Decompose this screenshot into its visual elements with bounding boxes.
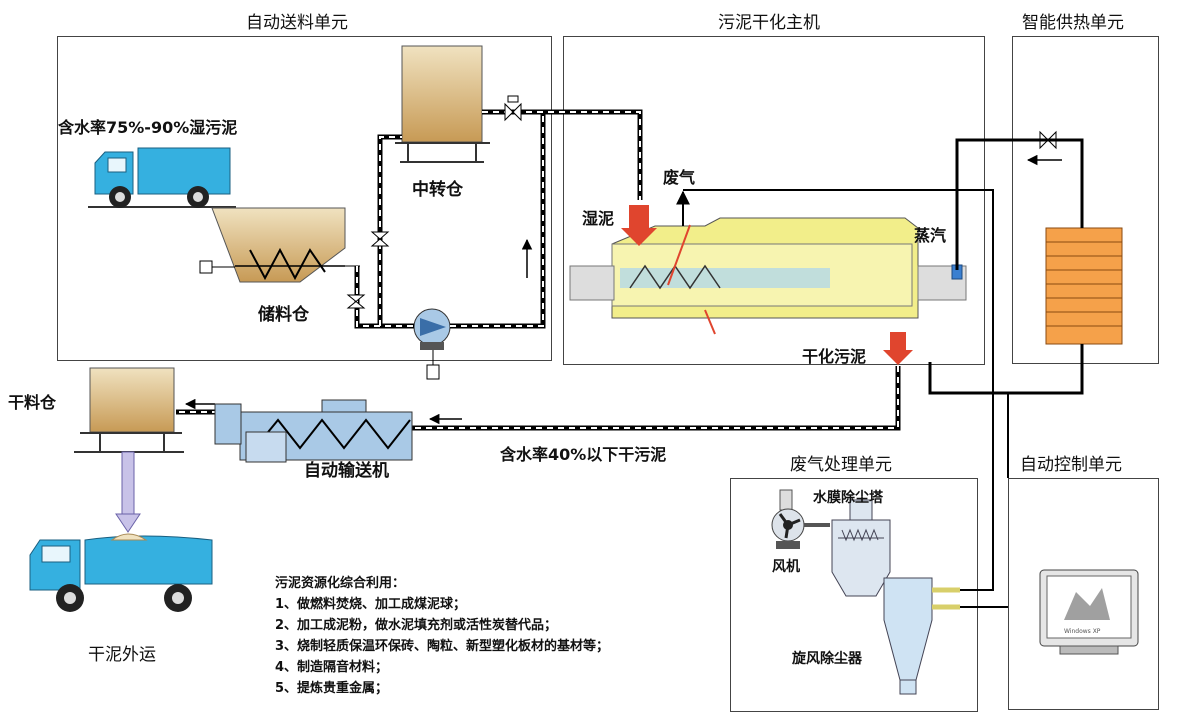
steam-label: 蒸汽 — [914, 226, 947, 245]
dry-output-label: 含水率40%以下干污泥 — [500, 445, 667, 464]
conveyor-label: 自动输送机 — [304, 461, 389, 481]
pump-graphic — [413, 308, 451, 380]
storage-bin-graphic — [199, 207, 360, 283]
heating-unit-panel — [1012, 36, 1159, 364]
exhaust-unit-title: 废气处理单元 — [790, 455, 892, 475]
notes-title: 污泥资源化综合利用： — [275, 576, 406, 591]
conveyor-graphic — [214, 399, 413, 463]
water-tower-label: 水膜除尘塔 — [813, 490, 883, 506]
notes-item-2: 2、加工成泥粉，做水泥填充剂或活性炭替代品； — [275, 618, 558, 633]
control-computer-graphic — [1039, 569, 1139, 655]
fan-label: 风机 — [772, 559, 800, 575]
utilization-notes: 污泥资源化综合利用： 1、做燃料焚烧、加工成煤泥球； 2、加工成泥粉，做水泥填充… — [275, 573, 609, 699]
dry-bin-label: 干料仓 — [8, 393, 57, 412]
waste-gas-label: 废气 — [663, 168, 696, 187]
dry-sludge-truck — [29, 533, 213, 612]
wet-mud-label: 湿泥 — [582, 209, 615, 228]
valve-icons — [346, 95, 522, 309]
dry-transport-label: 干泥外运 — [88, 645, 156, 665]
discharge-pipe — [176, 366, 901, 431]
dried-sludge-label: 干化污泥 — [802, 347, 867, 366]
dryer-graphic — [569, 217, 967, 335]
control-unit-title: 自动控制单元 — [1020, 455, 1122, 475]
wet-sludge-truck — [88, 147, 236, 208]
pc-screen-text: Windows XP — [1064, 628, 1101, 635]
dried-sludge-outlet-arrow — [883, 332, 913, 365]
feeding-unit-title: 自动送料单元 — [246, 13, 348, 33]
transfer-bin-graphic — [395, 45, 490, 163]
notes-item-5: 5、提炼贵重金属； — [275, 681, 389, 696]
dry-bin-graphic — [74, 367, 184, 453]
heater-graphic — [1045, 227, 1123, 345]
notes-item-1: 1、做燃料焚烧、加工成煤泥球； — [275, 597, 467, 612]
wet-mud-inlet-arrow — [621, 205, 657, 246]
heating-unit-title: 智能供热单元 — [1022, 13, 1124, 33]
fan-graphic — [771, 489, 830, 549]
wet-sludge-label: 含水率75%-90%湿污泥 — [58, 118, 238, 137]
cyclone-label: 旋风除尘器 — [792, 651, 862, 667]
notes-item-4: 4、制造隔音材料； — [275, 660, 389, 675]
steam-pipes — [928, 138, 1084, 395]
transfer-bin-label: 中转仓 — [412, 180, 463, 200]
notes-item-3: 3、烧制轻质保温环保砖、陶粒、新型塑化板材的基材等； — [275, 639, 610, 654]
cyclone-graphic — [883, 577, 960, 695]
water-film-tower-graphic — [831, 499, 891, 597]
exhaust-gas-pipe — [683, 189, 1009, 608]
storage-bin-label: 储料仓 — [258, 305, 309, 325]
dryer-unit-title: 污泥干化主机 — [718, 13, 820, 33]
